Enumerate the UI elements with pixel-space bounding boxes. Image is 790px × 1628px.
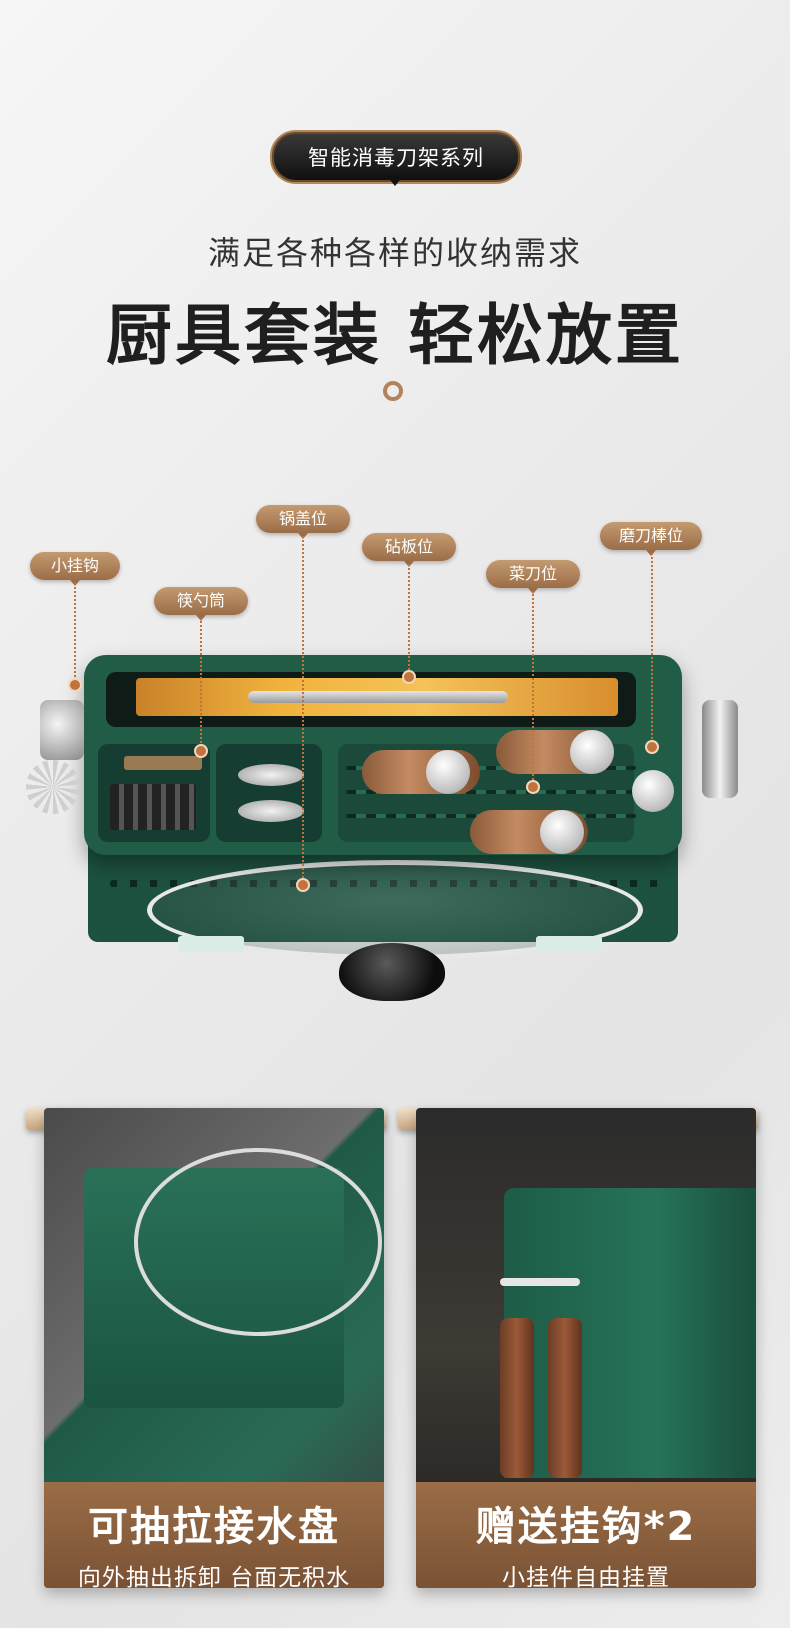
spoon-1: [238, 764, 304, 786]
knife-spine: [248, 691, 508, 703]
rack-side-image: [504, 1188, 756, 1478]
spatula: [124, 756, 202, 770]
callout-label: 菜刀位: [508, 564, 557, 583]
sharpener-cap: [632, 770, 674, 812]
whisk-icon: [26, 760, 80, 814]
callout-dot: [68, 678, 82, 692]
knife-cap: [426, 750, 470, 794]
knife-slot-line: [346, 790, 636, 794]
rack-foot-right: [536, 936, 602, 952]
knife-slot-line: [346, 766, 636, 770]
callout-dot: [402, 670, 416, 684]
hanging-knife-handle: [548, 1318, 582, 1478]
series-badge: 智能消毒刀架系列: [270, 130, 522, 184]
hook-left: [40, 700, 84, 760]
knife-cap: [540, 810, 584, 854]
ring-divider-icon: [383, 381, 403, 401]
callout-dot: [645, 740, 659, 754]
page-subtitle: 满足各种各样的收纳需求: [207, 234, 582, 272]
callout-label: 磨刀棒位: [618, 526, 683, 545]
feature-title: 赠送挂钩*2: [475, 1504, 697, 1550]
badge-pointer: [387, 176, 403, 186]
lid-knob: [339, 943, 445, 1001]
hook-right: [702, 700, 738, 798]
knife-cap: [570, 730, 614, 774]
series-badge-label: 智能消毒刀架系列: [308, 146, 484, 170]
feature-caption: 可抽拉接水盘 向外抽出拆卸 台面无积水: [44, 1482, 384, 1588]
lid-edge: [134, 1148, 382, 1336]
callout-dot: [526, 780, 540, 794]
feature-panel-drip-tray: 可抽拉接水盘 向外抽出拆卸 台面无积水: [44, 1108, 384, 1588]
feature-subtitle: 向外抽出拆卸 台面无积水: [77, 1565, 351, 1588]
callout-dot: [194, 744, 208, 758]
chopsticks: [110, 784, 196, 830]
spoon-compartment: [216, 744, 322, 842]
feature-caption: 赠送挂钩*2 小挂件自由挂置: [416, 1482, 756, 1588]
feature-subtitle: 小挂件自由挂置: [502, 1565, 670, 1588]
callout-label: 小挂钩: [50, 556, 99, 575]
callout-dot: [296, 878, 310, 892]
spoon-2: [238, 800, 304, 822]
page-title: 厨具套装 轻松放置: [106, 297, 684, 374]
feature-panel-hooks: 赠送挂钩*2 小挂件自由挂置: [416, 1108, 756, 1588]
rack-foot-left: [178, 936, 244, 952]
hanging-knife-handle: [500, 1318, 534, 1478]
callout-label: 砧板位: [384, 537, 433, 556]
callout-label: 锅盖位: [278, 509, 327, 528]
callout-label: 筷勺筒: [176, 591, 225, 610]
feature-title: 可抽拉接水盘: [88, 1504, 340, 1550]
hook-bar: [500, 1278, 580, 1286]
